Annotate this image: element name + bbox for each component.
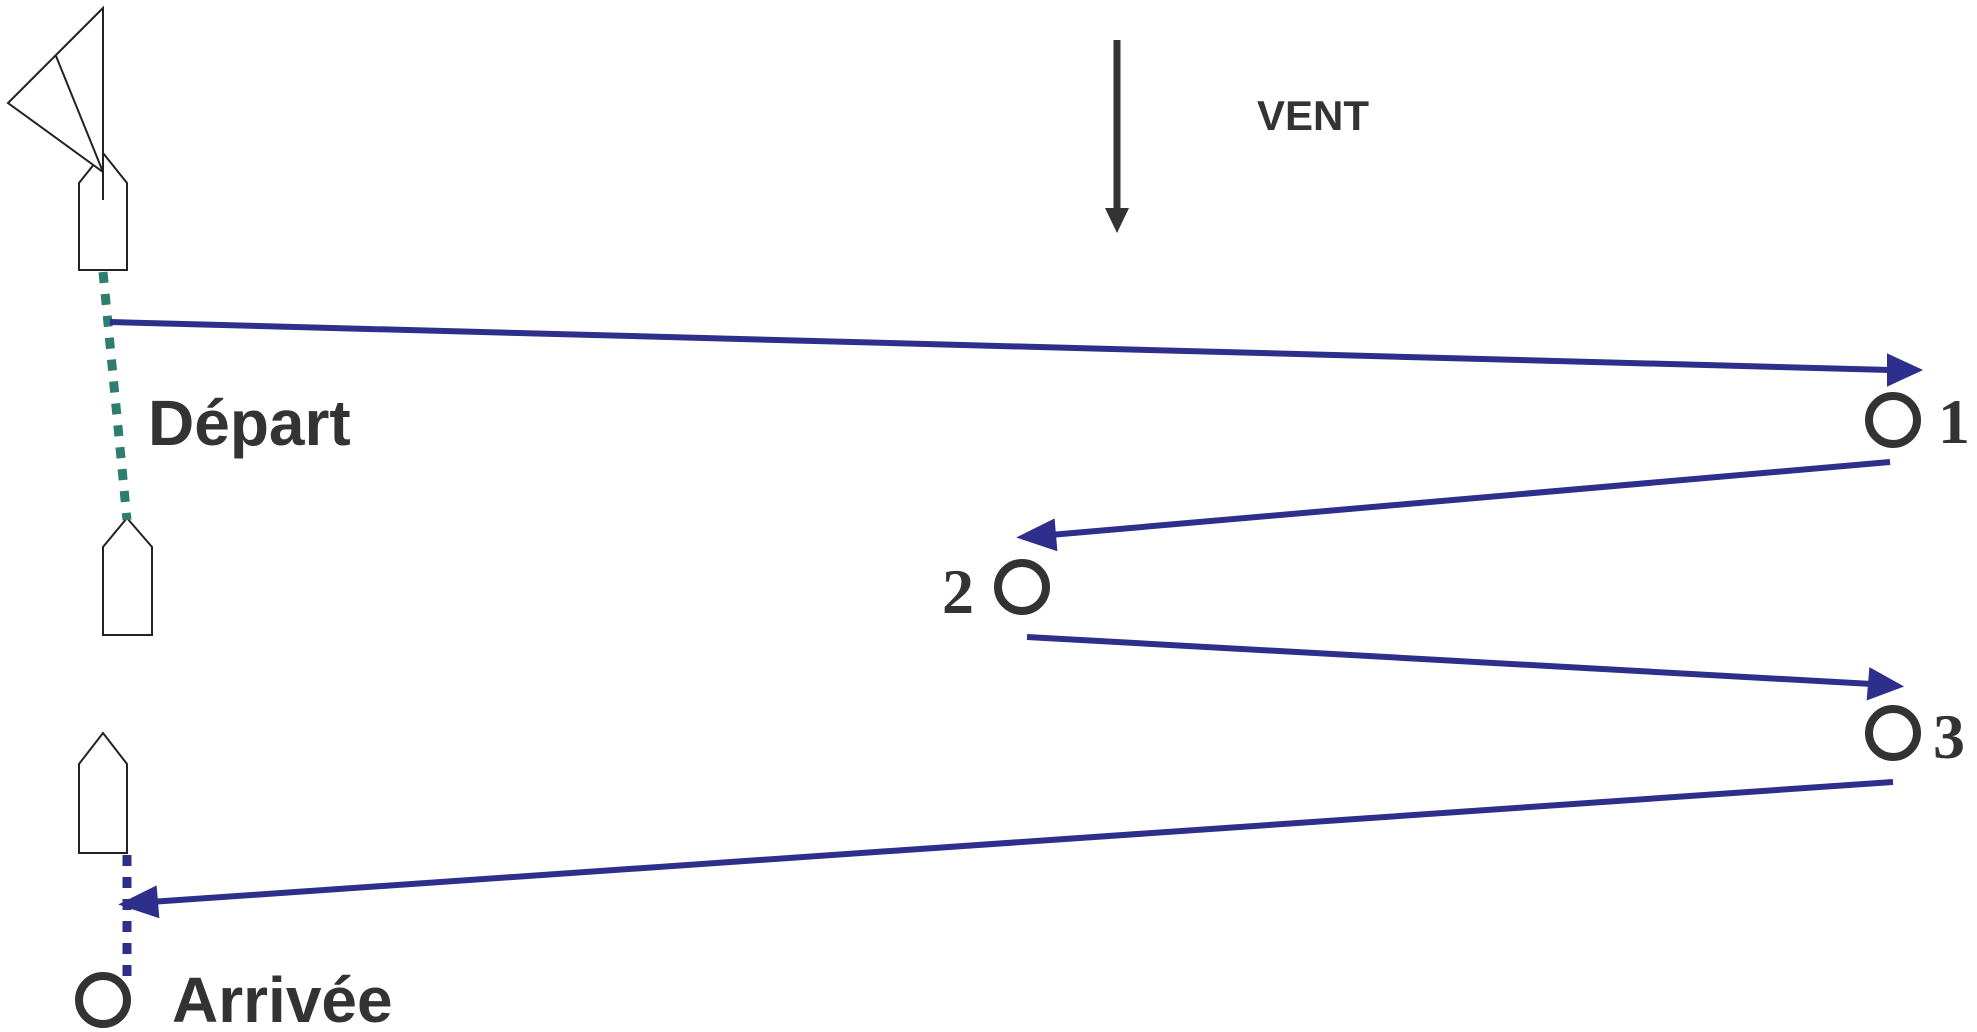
finish-label: Arrivée xyxy=(172,964,393,1032)
leg-1-to-2 xyxy=(1049,459,1891,538)
mark-1-label: 1 xyxy=(1938,386,1970,457)
mark-1-buoy-icon xyxy=(1865,392,1921,448)
committee-boat-icon xyxy=(6,5,128,271)
mark-2-buoy-icon xyxy=(994,559,1050,615)
start-line xyxy=(98,271,132,521)
leg-2-to-3 xyxy=(1026,634,1873,687)
finish-boat-icon xyxy=(78,731,128,854)
start-label: Départ xyxy=(148,387,351,459)
course-legs xyxy=(109,319,1924,919)
mark-3-buoy-icon xyxy=(1865,705,1921,761)
leg-3-to-finish xyxy=(149,779,1894,905)
wind-arrow-icon xyxy=(1105,40,1129,233)
mark-2-label: 2 xyxy=(942,556,974,627)
mark-3-label: 3 xyxy=(1933,701,1965,772)
leg-start-to-1 xyxy=(109,319,1891,373)
wind-label: VENT xyxy=(1257,92,1369,139)
finish-buoy-icon xyxy=(75,972,131,1028)
start-pin-boat-icon xyxy=(102,516,153,636)
